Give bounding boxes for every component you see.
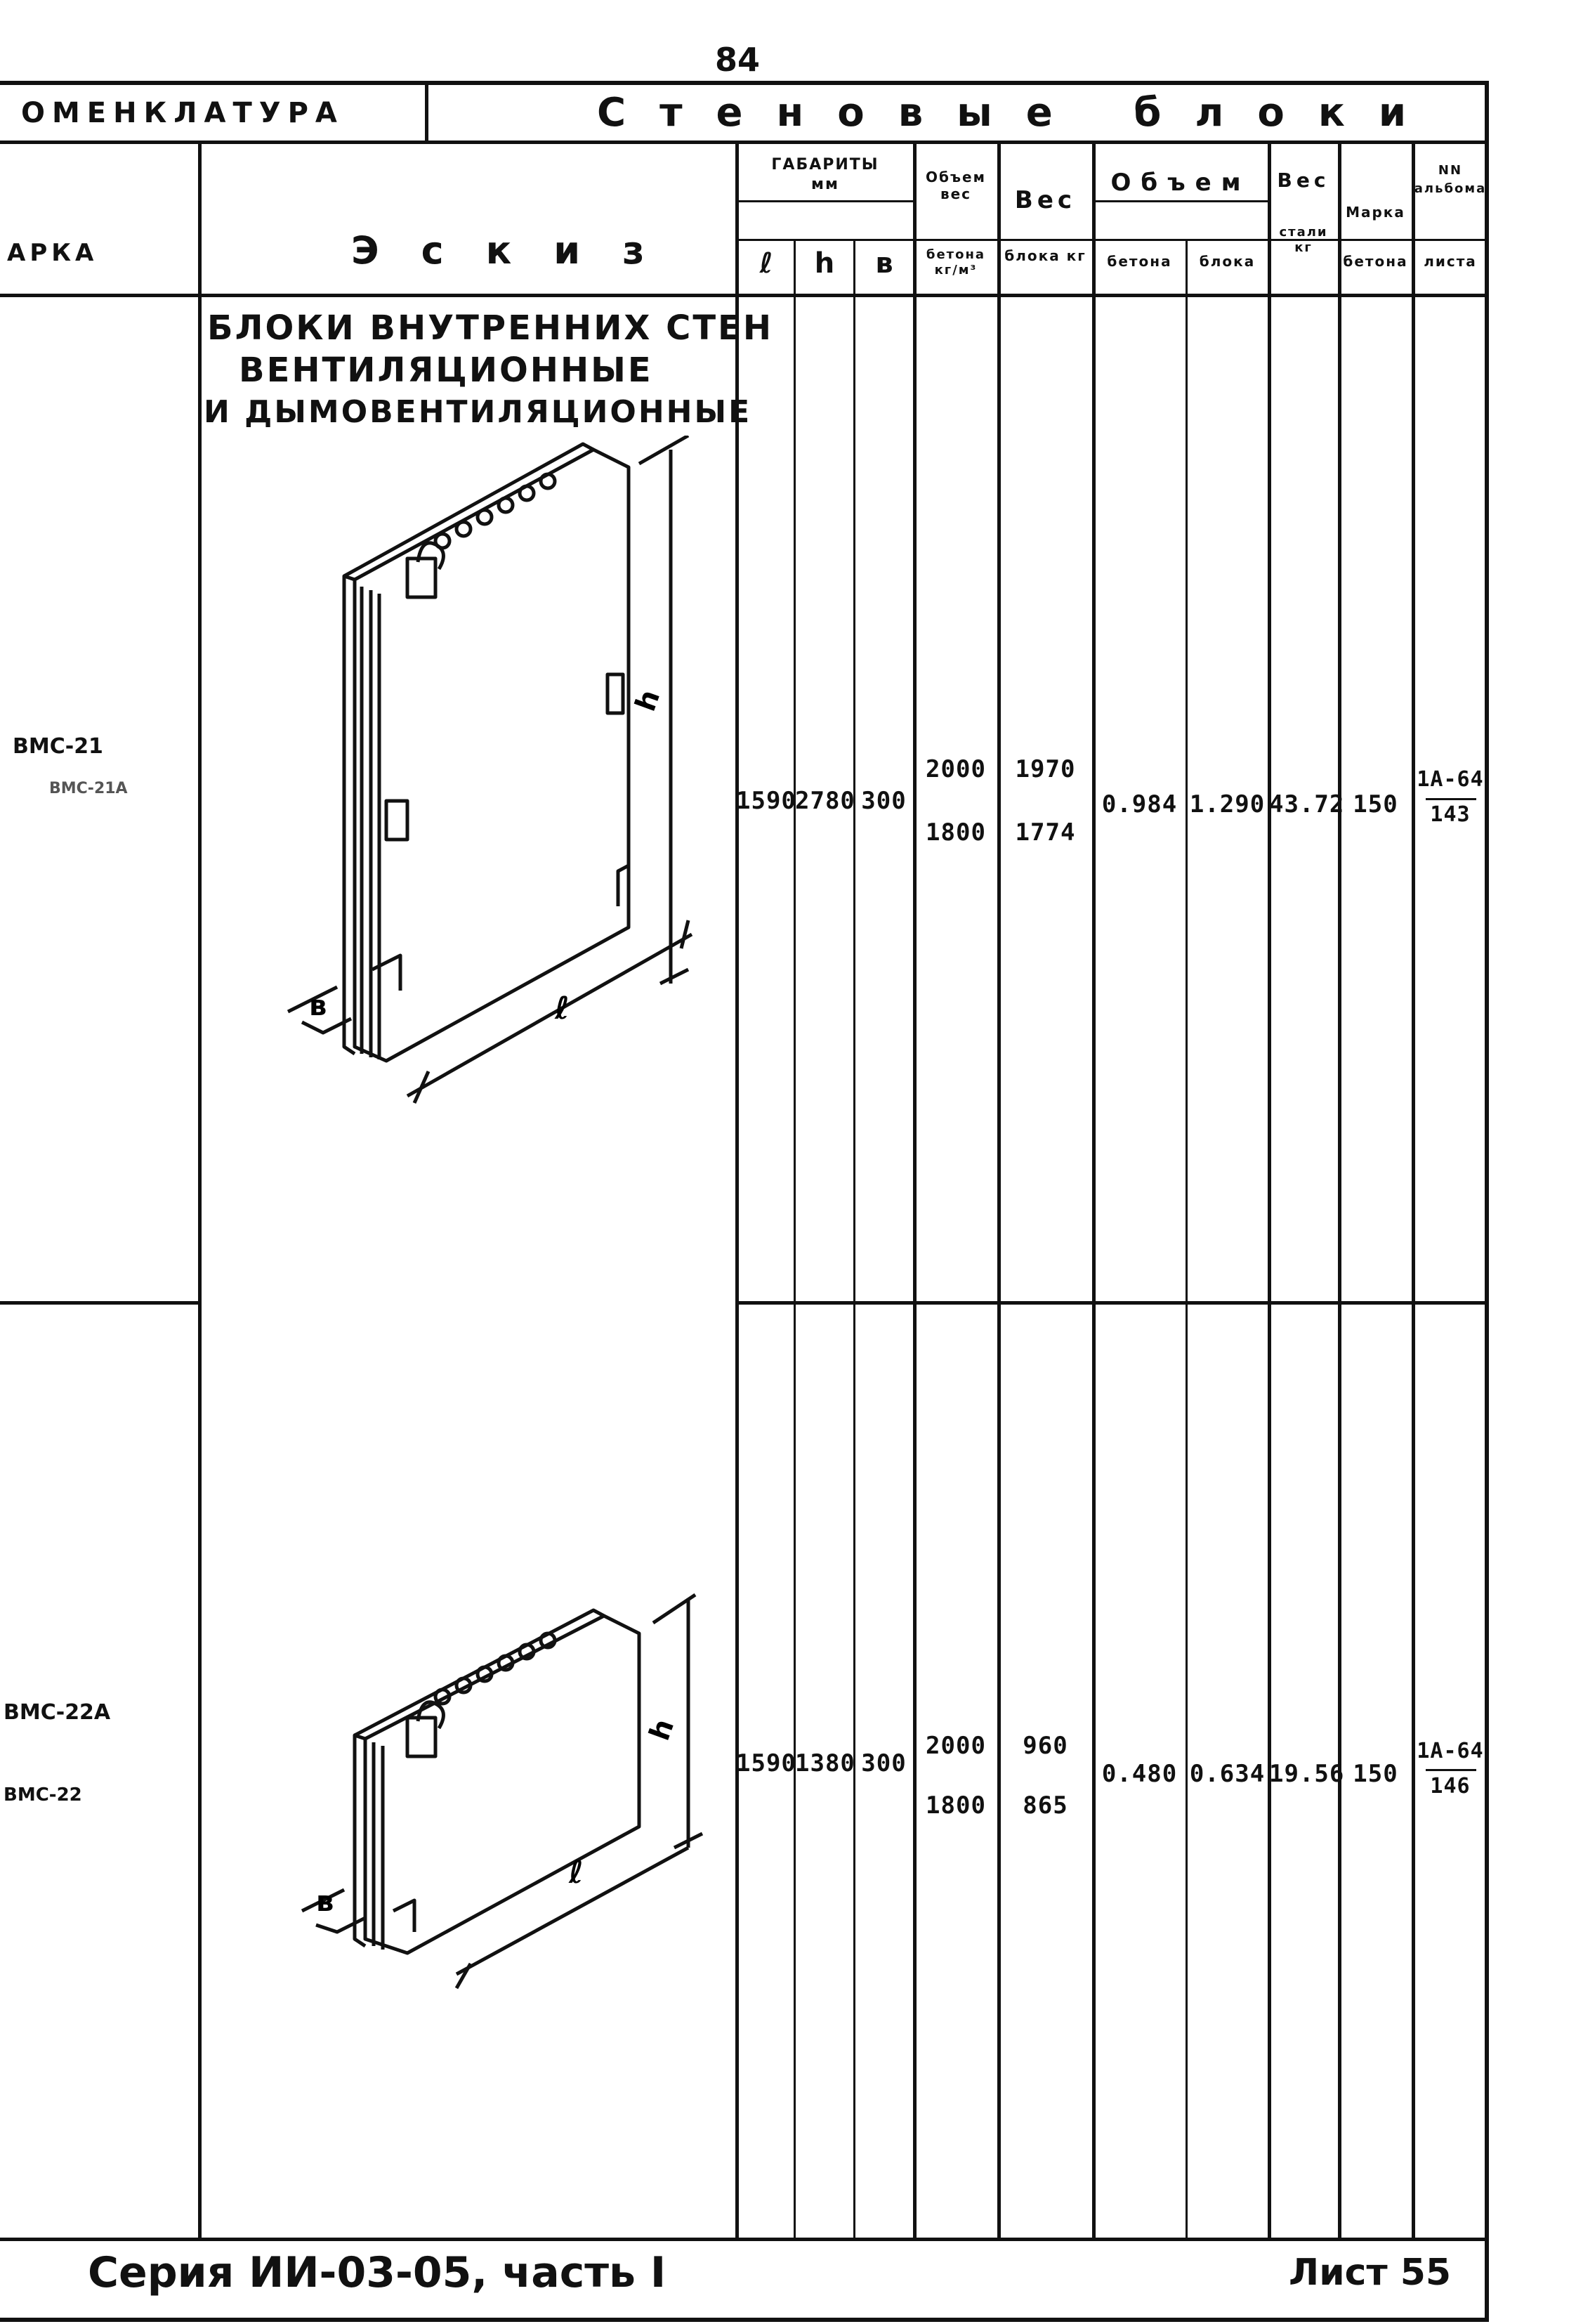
row1-weight-1: 1970 bbox=[1015, 755, 1076, 783]
col-divider-grade bbox=[1412, 141, 1415, 2238]
row-divider-mark bbox=[0, 1301, 198, 1305]
row1-l: 1590 bbox=[736, 787, 796, 815]
col-header-l: ℓ bbox=[759, 247, 773, 280]
row1-volweight-2: 1800 bbox=[926, 818, 986, 847]
row2-mark-2: ВМС-22 bbox=[4, 1784, 82, 1806]
sheet-label: Лист 55 bbox=[1289, 2252, 1452, 2294]
row2-mark-1: ВМС-22А bbox=[4, 1700, 111, 1725]
row2-volweight-1: 2000 bbox=[926, 1732, 986, 1760]
volume-subheader-line bbox=[1092, 200, 1268, 202]
col-header-volweight: Объем вес bbox=[926, 169, 986, 202]
row1-volume-block: 1.290 bbox=[1189, 790, 1266, 818]
row2-volweight-2: 1800 bbox=[926, 1791, 986, 1820]
col-header-steel: Вес bbox=[1277, 169, 1330, 192]
col-divider-h bbox=[853, 239, 855, 2238]
col-header-steel-unit: стали кг bbox=[1279, 225, 1328, 255]
nomenclature-label: ОМЕНКЛАТУРА bbox=[21, 97, 344, 129]
sketch-title-line-1: БЛОКИ ВНУТРЕННИХ СТЕН bbox=[207, 308, 774, 348]
sketch-title-line-2: ВЕНТИЛЯЦИОННЫЕ bbox=[239, 351, 653, 390]
row2-grade: 150 bbox=[1353, 1760, 1398, 1788]
row1-weight-2: 1774 bbox=[1015, 818, 1076, 847]
row1-mark-1: ВМС-21 bbox=[13, 734, 103, 759]
col-divider-vol-block bbox=[1268, 141, 1271, 2238]
block-sketch-short: h ℓ в bbox=[301, 1593, 704, 1990]
dims-subheader-line bbox=[735, 200, 913, 202]
col-divider-b bbox=[913, 141, 917, 2238]
row2-weight-2: 865 bbox=[1023, 1791, 1068, 1820]
row2-h: 1380 bbox=[795, 1749, 855, 1777]
sketch1-label-h: h bbox=[629, 686, 666, 715]
col-header-grade: Марка bbox=[1346, 204, 1405, 221]
col-header-dimensions-unit: мм bbox=[811, 176, 839, 193]
row-divider bbox=[737, 1301, 1489, 1305]
col-header-b: в bbox=[875, 247, 893, 280]
col-header-volume-block: блока bbox=[1199, 253, 1256, 270]
col-header-volweight-unit: бетона кг/м³ bbox=[926, 247, 986, 278]
sketch-title-line-3: И ДЫМОВЕНТИЛЯЦИОННЫЕ bbox=[204, 394, 752, 430]
sketch2-label-h: h bbox=[643, 1715, 681, 1744]
col-divider-sketch bbox=[735, 141, 739, 2238]
header-divider bbox=[0, 141, 1489, 144]
row1-h: 2780 bbox=[795, 787, 855, 815]
title-divider bbox=[425, 83, 428, 142]
subheader-divider bbox=[735, 239, 1489, 241]
row1-sheet-top: 1А-64 bbox=[1417, 767, 1484, 792]
footer-divider bbox=[0, 2238, 1489, 2241]
row2-steel: 19.56 bbox=[1269, 1760, 1345, 1788]
sketch2-label-b: в bbox=[316, 1886, 334, 1918]
row2-l: 1590 bbox=[736, 1749, 796, 1777]
sketch1-label-l: ℓ bbox=[554, 991, 570, 1026]
sketch2-label-l: ℓ bbox=[568, 1855, 584, 1891]
row1-grade: 150 bbox=[1353, 790, 1398, 818]
col-header-weight-unit: блока кг bbox=[1004, 247, 1086, 264]
col-header-volume-concrete: бетона bbox=[1107, 253, 1172, 270]
page-number: 84 bbox=[714, 41, 760, 79]
row1-b: 300 bbox=[861, 787, 907, 815]
col-header-volume: Объем bbox=[1110, 169, 1251, 197]
column-header-divider bbox=[0, 294, 1489, 297]
col-divider-l bbox=[794, 239, 796, 2238]
row1-sheet-bottom: 143 bbox=[1430, 802, 1471, 827]
col-header-weight: Вес bbox=[1014, 186, 1077, 214]
sketch1-label-b: в bbox=[309, 990, 327, 1022]
page-title: Стеновые блоки bbox=[597, 90, 1440, 136]
col-divider-steel bbox=[1338, 141, 1341, 2238]
col-header-dimensions: ГАБАРИТЫ bbox=[771, 156, 879, 174]
row1-steel: 43.72 bbox=[1269, 790, 1345, 818]
row1-volume-concrete: 0.984 bbox=[1101, 790, 1178, 818]
col-divider-weight bbox=[1092, 141, 1096, 2238]
col-divider-volweight bbox=[997, 141, 1001, 2238]
col-header-grade-unit: бетона bbox=[1343, 253, 1408, 270]
row1-sheet-fraction-line bbox=[1426, 798, 1476, 800]
block-sketch-tall: h ℓ в bbox=[287, 436, 693, 1104]
series-label: Серия ИИ-03-05, часть I bbox=[88, 2248, 666, 2297]
row2-b: 300 bbox=[861, 1749, 907, 1777]
col-header-sketch: Эскиз bbox=[351, 228, 687, 273]
row1-mark-2: ВМС-21А bbox=[49, 780, 128, 797]
col-divider-vol-concrete bbox=[1186, 239, 1188, 2238]
row2-sheet-fraction-line bbox=[1426, 1769, 1476, 1771]
drawing-frame bbox=[0, 81, 1489, 2322]
row2-sheet-top: 1А-64 bbox=[1417, 1739, 1484, 1763]
row2-volume-block: 0.634 bbox=[1189, 1760, 1266, 1788]
col-divider-mark bbox=[198, 141, 202, 2238]
col-header-sheet: NN альбома bbox=[1414, 163, 1487, 196]
col-header-marka: АРКА bbox=[7, 239, 98, 267]
row2-sheet-bottom: 146 bbox=[1430, 1774, 1471, 1799]
col-header-h: h bbox=[814, 247, 835, 280]
row1-volweight-1: 2000 bbox=[926, 755, 986, 783]
row2-weight-1: 960 bbox=[1023, 1732, 1068, 1760]
col-header-sheet-unit: листа bbox=[1424, 253, 1477, 270]
row2-volume-concrete: 0.480 bbox=[1101, 1760, 1178, 1788]
